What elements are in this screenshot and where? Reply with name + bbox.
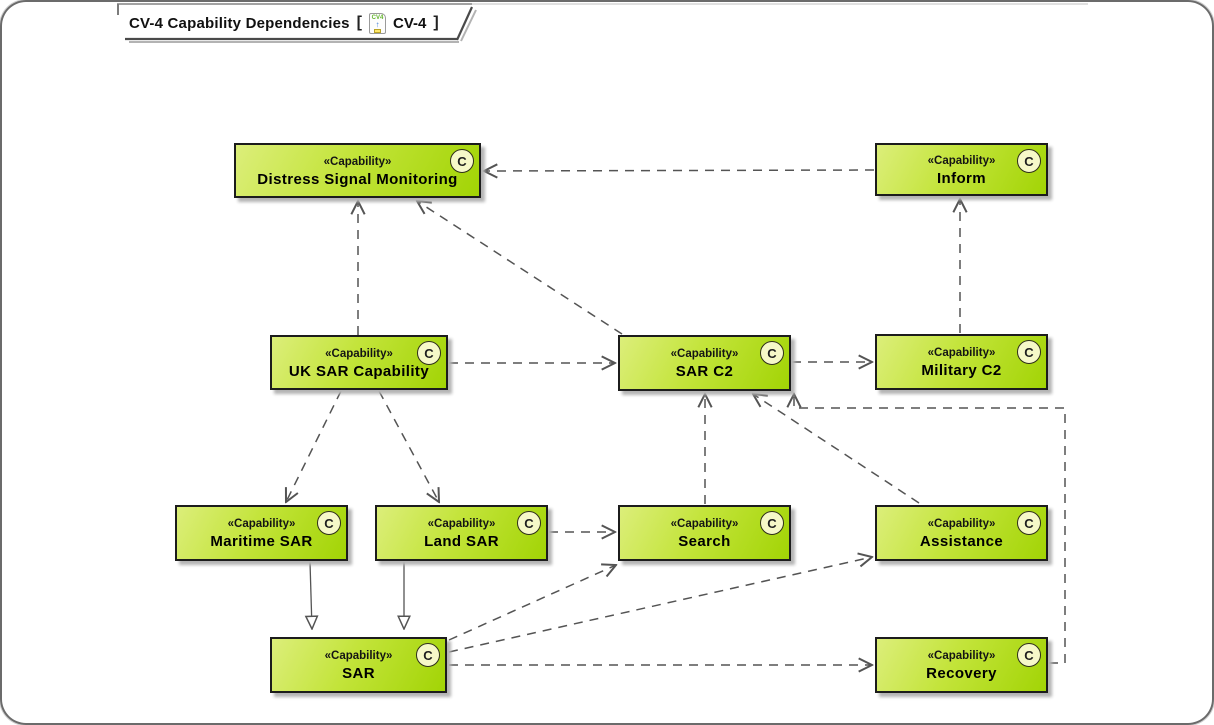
capability-name: Recovery — [926, 665, 997, 682]
frame-diagonal-shadow — [460, 9, 477, 42]
diagram-frame-tab: CV-4 Capability Dependencies [ CV4 ↑ CV-… — [125, 9, 443, 37]
capability-badge-icon: C — [416, 643, 440, 667]
edge-maritime-sar-to-sar[interactable] — [310, 561, 312, 629]
stereotype-label: «Capability» — [324, 650, 393, 662]
capability-node-land-sar[interactable]: «Capability» Land SAR C — [375, 505, 548, 561]
capability-badge-icon: C — [1017, 149, 1041, 173]
capability-badge-icon: C — [1017, 511, 1041, 535]
diagram-reference: CV-4 — [393, 14, 427, 32]
capability-node-maritime-sar[interactable]: «Capability» Maritime SAR C — [175, 505, 348, 561]
edge-uk-sar-to-land-sar[interactable] — [378, 390, 439, 502]
capability-badge-icon: C — [1017, 643, 1041, 667]
frame-bracket-open: [ — [356, 14, 362, 31]
stereotype-label: «Capability» — [427, 518, 496, 530]
edge-sar-to-assistance[interactable] — [448, 557, 872, 653]
capability-node-inform[interactable]: «Capability» Inform C — [875, 143, 1048, 196]
capability-name: SAR C2 — [675, 363, 734, 380]
edge-inform-to-distress[interactable] — [484, 170, 875, 171]
diagram-title: CV-4 Capability Dependencies — [129, 14, 350, 32]
edge-uk-sar-to-maritime-sar[interactable] — [286, 390, 342, 502]
capability-badge-icon: C — [317, 511, 341, 535]
capability-name: Distress Signal Monitoring — [257, 170, 458, 188]
stereotype-label: «Capability» — [927, 154, 996, 167]
stereotype-label: «Capability» — [227, 518, 296, 530]
capability-badge-icon: C — [417, 341, 441, 365]
capability-name: Assistance — [919, 533, 1004, 550]
capability-node-uk-sar[interactable]: «Capability» UK SAR Capability C — [270, 335, 448, 390]
diagram-document-icon: CV4 ↑ — [369, 12, 386, 34]
capability-node-assistance[interactable]: «Capability» Assistance C — [875, 505, 1048, 561]
capability-badge-icon: C — [450, 149, 474, 173]
capability-name: Search — [678, 533, 731, 550]
capability-node-military-c2[interactable]: «Capability» Military C2 C — [875, 334, 1048, 390]
diagram-icon-arrows: ↑ — [375, 19, 380, 29]
capability-node-distress[interactable]: «Capability» Distress Signal Monitoring … — [234, 143, 481, 198]
capability-badge-icon: C — [1017, 340, 1041, 364]
capability-name: Military C2 — [921, 362, 1002, 379]
edge-sar-c2-to-distress[interactable] — [417, 201, 623, 335]
capability-name: Inform — [936, 169, 987, 187]
edge-assistance-to-sar-c2[interactable] — [753, 394, 920, 504]
frame-bracket-close: ] — [433, 14, 439, 31]
capability-badge-icon: C — [517, 511, 541, 535]
capability-node-recovery[interactable]: «Capability» Recovery C — [875, 637, 1048, 693]
stereotype-label: «Capability» — [670, 348, 739, 360]
edge-recovery-to-sar-c2[interactable] — [794, 394, 1066, 664]
capability-name: Maritime SAR — [210, 533, 313, 550]
capability-name: Land SAR — [424, 533, 499, 550]
capability-name: UK SAR Capability — [288, 362, 430, 380]
diagram-icon-box — [374, 28, 381, 33]
capability-node-search[interactable]: «Capability» Search C — [618, 505, 791, 561]
stereotype-label: «Capability» — [927, 518, 996, 530]
stereotype-label: «Capability» — [325, 347, 393, 360]
capability-badge-icon: C — [760, 511, 784, 535]
diagram-icon-label: CV4 — [371, 14, 384, 21]
capability-node-sar-c2[interactable]: «Capability» SAR C2 C — [618, 335, 791, 391]
stereotype-label: «Capability» — [927, 650, 996, 662]
capability-node-sar[interactable]: «Capability» SAR C — [270, 637, 447, 693]
capability-badge-icon: C — [760, 341, 784, 365]
stereotype-label: «Capability» — [927, 347, 996, 359]
stereotype-label: «Capability» — [323, 155, 392, 168]
frame-diagonal — [455, 6, 474, 41]
edge-sar-to-search[interactable] — [448, 565, 616, 641]
capability-name: SAR — [342, 665, 375, 682]
stereotype-label: «Capability» — [670, 518, 739, 530]
